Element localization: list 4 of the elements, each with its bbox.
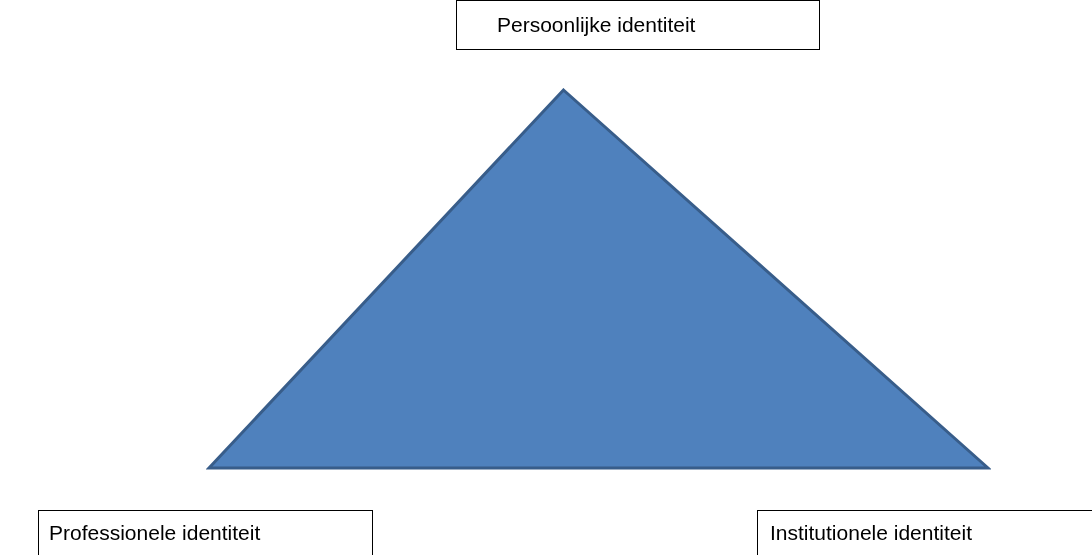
label-box: Institutionele identiteit	[757, 510, 1092, 555]
label-box: Persoonlijke identiteit	[456, 0, 820, 50]
triangle-shape	[206, 88, 991, 470]
label-box: Professionele identiteit	[38, 510, 373, 555]
